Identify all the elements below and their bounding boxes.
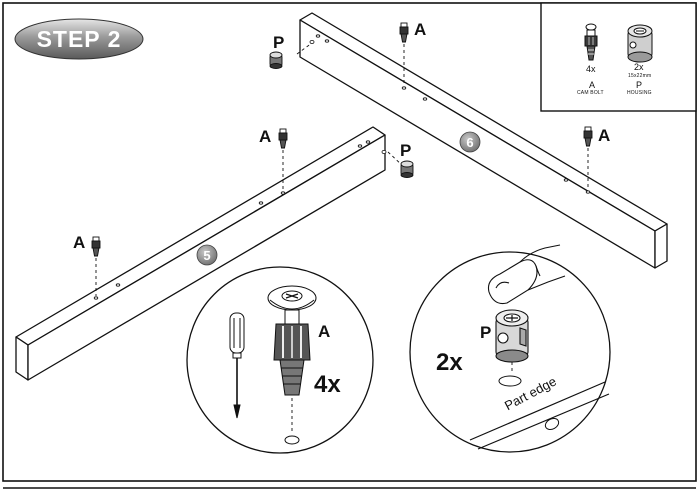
housing-target-hole	[498, 375, 522, 387]
rail-5-number-disk	[196, 244, 218, 266]
legend-housing-size: 15x22mm	[628, 73, 652, 79]
cam-bolt-legend-icon	[584, 23, 598, 61]
label-a-rail6-right: A	[598, 126, 611, 145]
finger-icon	[487, 244, 566, 305]
detail-housing-letter: P	[480, 323, 492, 342]
detail-bolt-circle	[186, 266, 374, 454]
legend-cam-bolt-qty: 4x	[586, 64, 596, 74]
bolt-target-hole	[284, 435, 300, 445]
part-edge-line-1	[469, 381, 606, 441]
detail-bolt-letter: A	[318, 322, 331, 341]
cam-bolt-icon-rail5-right	[278, 128, 288, 149]
part-edge-line-2	[477, 393, 610, 450]
cam-bolt-large-icon	[267, 285, 317, 396]
housing-icon-rail6	[269, 51, 283, 69]
edge-hole	[544, 417, 560, 431]
legend-housing-letter: P	[636, 80, 643, 90]
insertion-guides	[95, 39, 589, 296]
rail-5-number: 5	[203, 247, 211, 263]
step-title: STEP 2	[36, 25, 122, 52]
detail-housing-qty: 2x	[436, 349, 463, 376]
label-a-rail5-left: A	[73, 233, 86, 252]
detail-housing-circle	[409, 244, 611, 453]
legend-housing-qty: 2x	[634, 62, 644, 72]
label-a-rail5-right: A	[259, 127, 272, 146]
page-frame	[2, 2, 697, 482]
rail-6-number: 6	[466, 134, 474, 150]
step-badge	[14, 18, 144, 60]
label-a-rail6-left: A	[414, 20, 427, 39]
label-p-rail6: P	[273, 33, 285, 52]
housing-icon-rail5	[400, 160, 414, 178]
rail-6-number-disk	[459, 131, 481, 153]
cam-bolt-icon-rail5-left	[91, 236, 101, 257]
screwdriver-icon	[229, 312, 245, 419]
cam-bolt-icon-rail6-right	[583, 126, 593, 147]
legend-housing-name: HOUSING	[627, 90, 652, 96]
housing-legend-icon	[627, 24, 653, 63]
rail-holes	[93, 34, 591, 300]
detail-bolt-qty: 4x	[314, 371, 341, 398]
cam-bolt-icon-rail6-left	[399, 22, 409, 43]
parts-legend-box	[540, 2, 697, 112]
legend-cam-bolt-name: CAM BOLT	[577, 90, 604, 96]
housing-large-icon	[495, 309, 529, 363]
legend-cam-bolt-letter: A	[589, 80, 596, 90]
label-p-rail5: P	[400, 141, 412, 160]
